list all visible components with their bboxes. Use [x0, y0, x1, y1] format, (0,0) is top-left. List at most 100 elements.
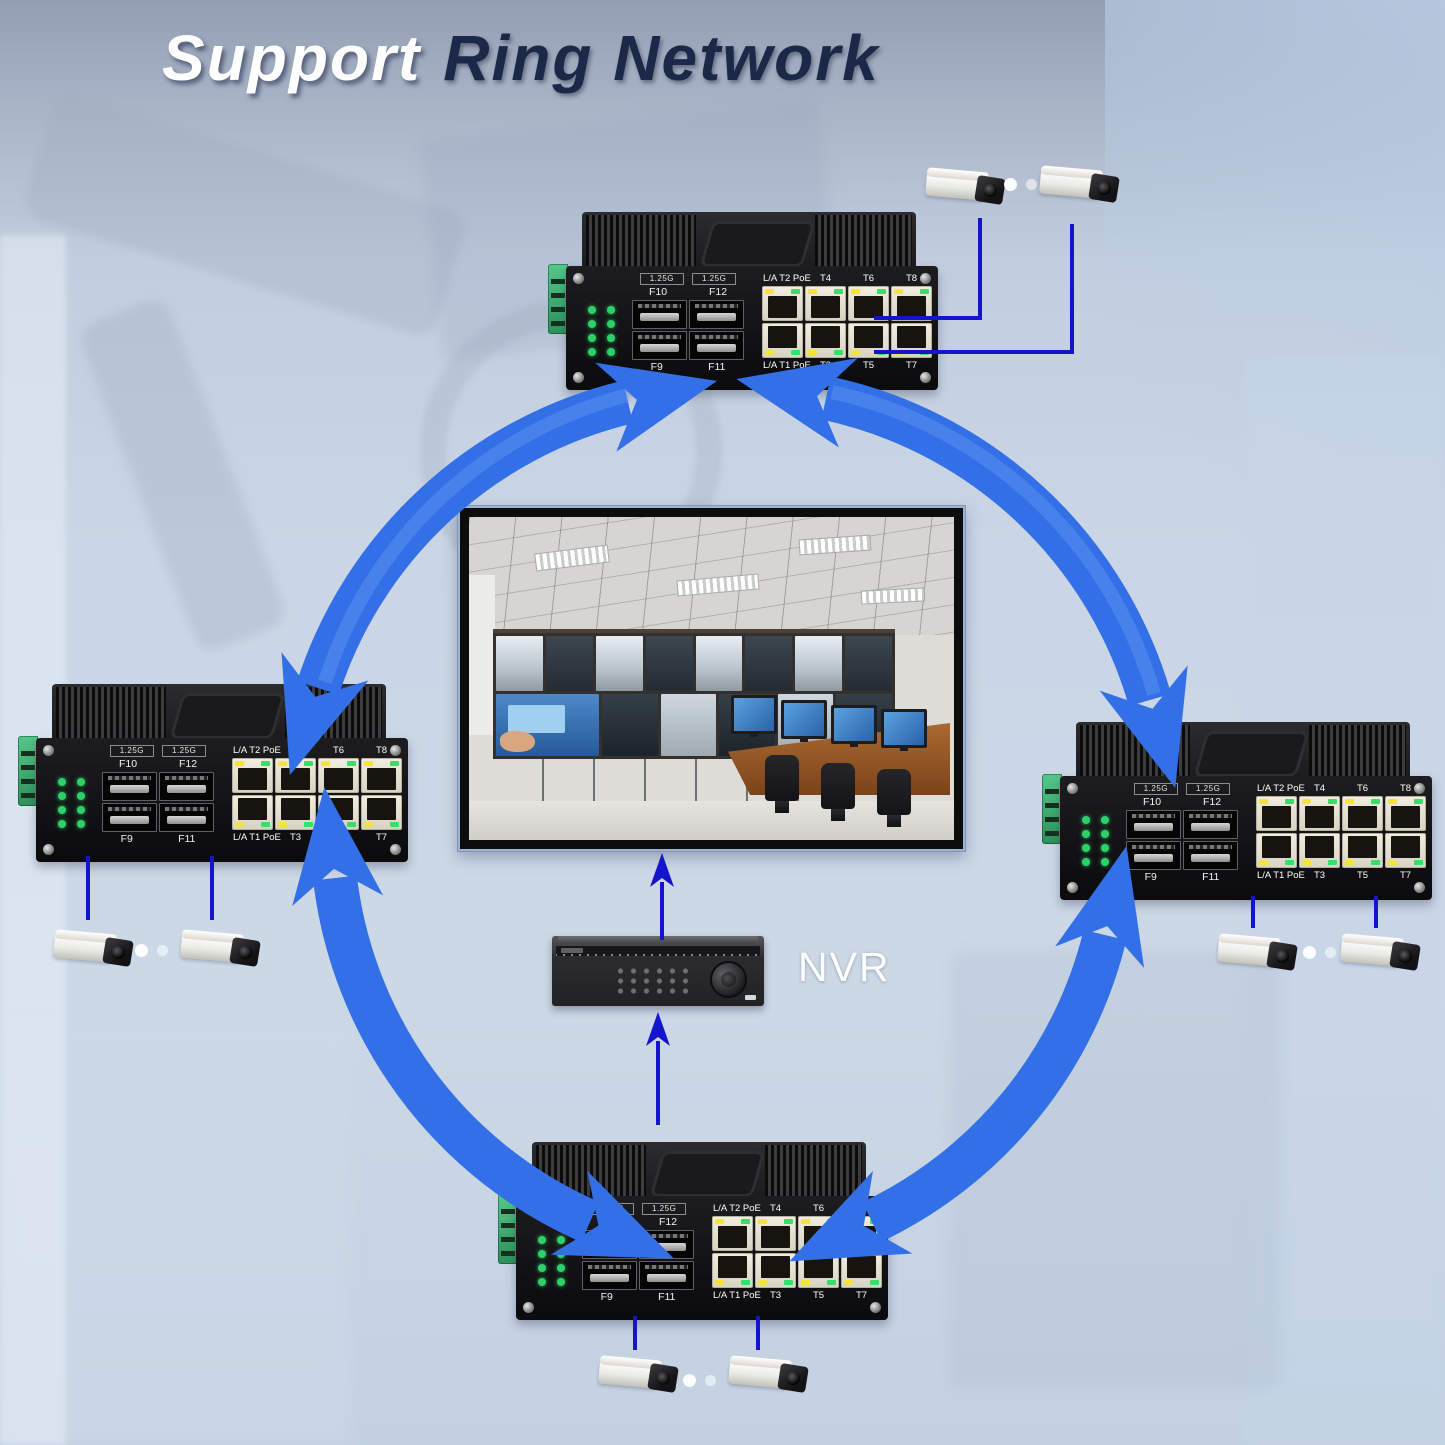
screw-icon: [1067, 882, 1078, 893]
background-machinery-shape: [950, 950, 1280, 1390]
rj45-port-zone: L/A T2 PoE T4 T6 T8: [762, 273, 932, 372]
rj45-bottom-labels: L/A T1 PoE T3 T5 T7: [232, 832, 402, 844]
power-terminal-block-icon: [498, 1194, 518, 1264]
switch-heatsink: [52, 684, 386, 740]
port-label: T5: [1356, 870, 1369, 881]
port-label: T4: [769, 1203, 782, 1214]
sfp-label: F11: [1202, 871, 1220, 883]
screw-icon: [573, 273, 584, 284]
background-machinery-shape: [0, 1020, 350, 1445]
cctv-camera-icon: [925, 166, 1008, 210]
switch-top-lid: [168, 693, 286, 739]
rj45-port: [275, 758, 316, 793]
switch-top-lid: [1192, 731, 1310, 777]
sfp-port-zone: 1.25G 1.25G F10 F12 F9 F11: [1122, 783, 1242, 883]
port-label: L/A T2 PoE: [713, 1203, 761, 1214]
rj45-port: [798, 1216, 839, 1251]
rj45-bottom-labels: L/A T1 PoE T3 T5 T7: [712, 1290, 882, 1302]
sfp-speed-label: 1.25G: [589, 1203, 634, 1215]
nvr-button-grid: [614, 966, 694, 995]
rj45-top-labels: L/A T2 PoE T4 T6 T8: [712, 1203, 882, 1215]
rj45-top-row: [232, 758, 402, 793]
rj45-port: [1342, 833, 1383, 868]
status-led-block: [1082, 816, 1111, 872]
sfp-speed-labels: 1.25G 1.25G: [628, 273, 748, 285]
wall-screen: [645, 636, 693, 691]
sfp-bottom-labels: F9 F11: [578, 1291, 698, 1303]
port-label: T8: [1399, 783, 1412, 794]
switch-heatsink: [1076, 722, 1410, 778]
wall-screen-control-panel: [496, 694, 599, 756]
sfp-port-zone: 1.25G 1.25G F10 F12 F9 F11: [98, 745, 218, 845]
port-label: L/A T2 PoE: [1257, 783, 1305, 794]
sfp-cage-grid: [98, 772, 218, 832]
rj45-port: [841, 1216, 882, 1251]
cctv-camera-icon: [1217, 932, 1300, 976]
switch-top: 1.25G 1.25G F10 F12 F9 F11: [548, 212, 938, 390]
rj45-port: [841, 1253, 882, 1288]
sfp-top-labels: F10 F12: [98, 758, 218, 770]
sfp-cage: [632, 331, 687, 360]
sfp-top-labels: F10 F12: [628, 286, 748, 298]
nvr-logo: [561, 948, 583, 953]
rj45-port: [1299, 796, 1340, 831]
wall-screen: [545, 636, 593, 691]
sfp-port-zone: 1.25G 1.25G F10 F12 F9 F11: [578, 1203, 698, 1303]
monitor-row: [496, 636, 892, 691]
cctv-camera-icon: [180, 928, 263, 972]
rj45-port: [798, 1253, 839, 1288]
status-led-block: [538, 1236, 567, 1292]
rj45-port: [318, 795, 359, 830]
control-room-scene: [469, 517, 954, 840]
nvr-recorder: [552, 936, 764, 1006]
ellipsis-dots: [135, 944, 168, 957]
rj45-top-labels: L/A T2 PoE T4 T6 T8: [762, 273, 932, 285]
nvr-label: NVR: [798, 944, 891, 990]
port-label: T3: [1313, 870, 1326, 881]
port-label: T7: [1399, 870, 1412, 881]
sfp-cage: [639, 1261, 694, 1290]
title-part-support: Support: [162, 22, 422, 94]
rj45-port: [755, 1253, 796, 1288]
sfp-cage: [689, 331, 744, 360]
sfp-cage: [102, 772, 157, 801]
rj45-port: [361, 758, 402, 793]
background-machinery-shape: [75, 294, 290, 656]
sfp-label: F11: [658, 1291, 676, 1303]
rj45-top-labels: L/A T2 PoE T4 T6 T8: [1256, 783, 1426, 795]
office-chair-icon: [877, 769, 911, 827]
sfp-label: F9: [600, 1291, 613, 1303]
screw-icon: [1414, 882, 1425, 893]
sfp-speed-label: 1.25G: [692, 273, 737, 285]
rj45-port: [712, 1253, 753, 1288]
nvr-indicator: [745, 995, 756, 1000]
sfp-label: F10: [648, 286, 668, 298]
sfp-label: F12: [1202, 796, 1222, 808]
sfp-cage: [102, 803, 157, 832]
rj45-port: [232, 795, 273, 830]
wall-screen: [695, 636, 743, 691]
rj45-port-zone: L/A T2 PoE T4 T6 T8: [1256, 783, 1426, 882]
sfp-speed-label: 1.25G: [162, 745, 207, 757]
rj45-port: [805, 323, 846, 358]
sfp-speed-labels: 1.25G 1.25G: [98, 745, 218, 757]
wall-screen: [660, 694, 717, 756]
screw-icon: [573, 372, 584, 383]
sfp-bottom-labels: F9 F11: [98, 833, 218, 845]
port-label: T7: [375, 832, 388, 843]
wall-screen: [595, 636, 643, 691]
sfp-top-labels: F10 F12: [1122, 796, 1242, 808]
desk-monitor-icon: [781, 700, 827, 742]
cctv-camera-icon: [53, 928, 136, 972]
port-label: T8: [375, 745, 388, 756]
sfp-label: F12: [658, 1216, 678, 1228]
rj45-port: [762, 286, 803, 321]
rj45-port: [1385, 833, 1426, 868]
switch-left: 1.25G 1.25G F10 F12 F9 F11: [18, 684, 408, 862]
sfp-speed-label: 1.25G: [109, 745, 154, 757]
nvr-top-edge: [558, 936, 758, 943]
switch-front-panel: 1.25G 1.25G F10 F12 F9 F11: [566, 266, 938, 390]
sfp-cage: [1126, 841, 1181, 870]
port-label: L/A T1 PoE: [233, 832, 281, 843]
